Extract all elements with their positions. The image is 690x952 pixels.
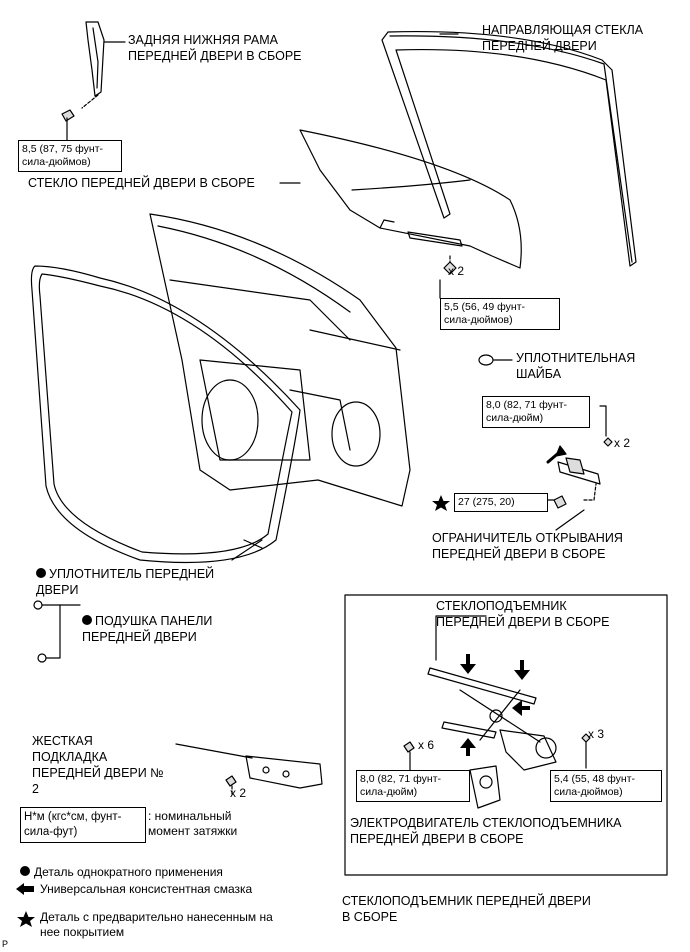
single-use-icon [82, 615, 92, 625]
qty-door-check-nut: x 2 [614, 436, 631, 450]
legend-torque-text: : номинальный момент затяжки [148, 809, 238, 838]
qty-regulator-bolt: x 6 [418, 738, 435, 752]
door-check-label: ОГРАНИЧИТЕЛЬ ОТКРЫВАНИЯ ПЕРЕДНЕЙ ДВЕРИ В… [432, 531, 623, 561]
torque-box-door-check-nut: 8,0 (82, 71 фунт- сила-дюйм) [482, 396, 590, 428]
glass-run-label: НАПРАВЛЯЮЩАЯ СТЕКЛА ПЕРЕДНЕЙ ДВЕРИ [482, 23, 644, 53]
panel-cushion-text: ПОДУШКА ПАНЕЛИ ПЕРЕДНЕЙ ДВЕРИ [82, 614, 213, 644]
stiffener-part [175, 743, 323, 797]
seal-washer-label: УПЛОТНИТЕЛЬНАЯ ШАЙБА [516, 351, 636, 381]
torque-box-regulator-nut: 5,4 (55, 48 фунт- сила-дюймов) [550, 770, 662, 802]
door-panel-part [149, 213, 411, 507]
grease-arrow-icons [460, 654, 530, 756]
regulator-inner-label: СТЕКЛОПОДЪЕМНИК ПЕРЕДНЕЙ ДВЕРИ В СБОРЕ [436, 599, 610, 629]
stiffener-label: ЖЕСТКАЯ ПОДКЛАДКА ПЕРЕДНЕЙ ДВЕРИ № 2 [32, 734, 164, 796]
regulator-outer-label: СТЕКЛОПОДЪЕМНИК ПЕРЕДНЕЙ ДВЕРИ В СБОРЕ [342, 894, 591, 924]
legend-precoated: Деталь с предварительно нанесенным на не… [40, 910, 273, 939]
torque-box-regulator-bolt: 8,0 (82, 71 фунт- сила-дюйм) [356, 770, 470, 802]
seal-washer-part [478, 354, 494, 366]
legend-single-use-text: Деталь однократного применения [34, 865, 223, 879]
qty-stiffener-bolt: x 2 [230, 786, 247, 800]
door-check-part [546, 405, 613, 509]
glass-run-part [381, 30, 637, 267]
qty-regulator-nut: x 3 [588, 727, 605, 741]
cushion-clips [33, 600, 81, 663]
rear-lower-frame-label: ЗАДНЯЯ НИЖНЯЯ РАМА ПЕРЕДНЕЙ ДВЕРИ В СБОР… [128, 33, 302, 63]
legend-single-use: Деталь однократного применения [20, 850, 223, 880]
weatherstrip-part [30, 265, 301, 564]
qty-glass-bolt: x 2 [448, 264, 465, 278]
glass-label: СТЕКЛО ПЕРЕДНЕЙ ДВЕРИ В СБОРЕ [28, 176, 255, 190]
torque-box-glass: 5,5 (56, 49 фунт- сила-дюймов) [440, 298, 560, 330]
single-use-icon [36, 568, 46, 578]
rear-lower-frame-part [61, 21, 126, 141]
panel-cushion-label: ПОДУШКА ПАНЕЛИ ПЕРЕДНЕЙ ДВЕРИ [82, 597, 212, 645]
regulator-part [403, 615, 591, 809]
torque-box-door-check-bolt: 27 (275, 20) [454, 493, 548, 512]
single-use-icon [20, 866, 30, 876]
weatherstrip-label: УПЛОТНИТЕЛЬ ПЕРЕДНЕЙ ДВЕРИ [36, 550, 214, 598]
legend-grease: Универсальная консистентная смазка [40, 882, 253, 896]
torque-box-rear-frame: 8,5 (87, 75 фунт- сила-дюймов) [18, 140, 122, 172]
weatherstrip-text: УПЛОТНИТЕЛЬ ПЕРЕДНЕЙ ДВЕРИ [36, 567, 215, 597]
door-glass-part [279, 129, 522, 299]
motor-label: ЭЛЕКТРОДВИГАТЕЛЬ СТЕКЛОПОДЪЕМНИКА ПЕРЕДН… [350, 816, 622, 846]
legend-torque-box: Н*м (кгс*см, фунт- сила-фут) [20, 807, 146, 843]
footer-code: P [2, 939, 9, 949]
